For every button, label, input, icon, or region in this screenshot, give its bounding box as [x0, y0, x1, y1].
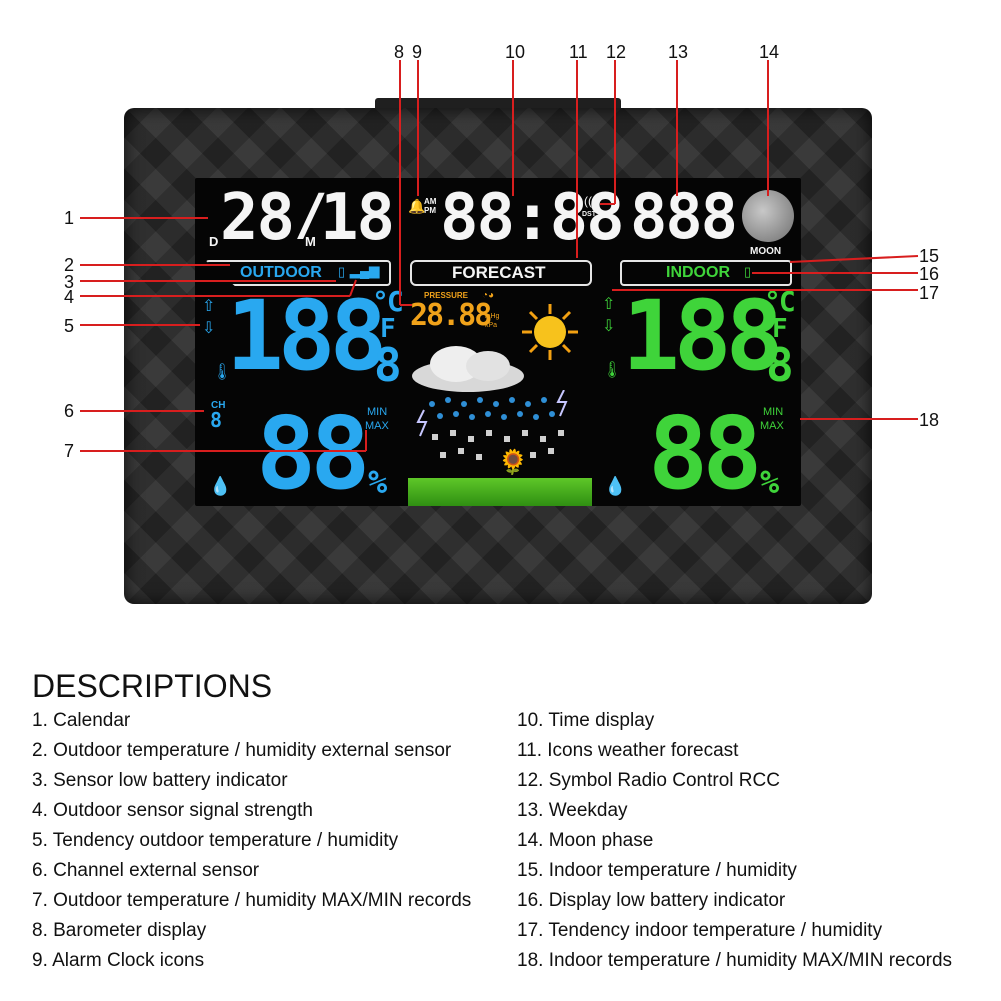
signal-strength-icon: ▂▄▆	[350, 263, 380, 278]
forecast-label-frame	[410, 260, 592, 286]
calendar-separator: /	[294, 183, 328, 248]
callout-3: 3	[64, 272, 75, 292]
tendency-down-icon: ⇩	[202, 320, 216, 337]
battery-low-icon: ▯	[338, 264, 346, 279]
indoor-unit-f: F	[772, 314, 788, 344]
callout-lines	[80, 60, 919, 452]
tendency-up-icon: ⇧	[602, 296, 616, 313]
indoor-temperature: 188	[622, 280, 783, 392]
indoor-humidity: 88	[648, 395, 762, 512]
outdoor-percent: %	[368, 463, 387, 501]
callout-9: 9	[412, 42, 423, 62]
callout-16: 16	[919, 264, 940, 284]
description-item: 9. Alarm Clock icons	[32, 950, 205, 971]
month-prefix: M	[305, 234, 316, 249]
description-item: 12. Symbol Radio Control RCC	[517, 770, 780, 791]
forecast-label: FORECAST	[452, 263, 546, 282]
outdoor-temperature: 188	[226, 280, 387, 392]
description-item: 10. Time display	[517, 710, 655, 731]
sunflower-icon: 🌻	[498, 449, 528, 476]
descriptions-title: DESCRIPTIONS	[32, 668, 273, 704]
pressure-unit-kpa: kPa	[485, 322, 498, 329]
description-item: 13. Weekday	[517, 800, 628, 821]
callout-8: 8	[394, 42, 405, 62]
description-item: 5. Tendency outdoor temperature / humidi…	[32, 830, 399, 851]
description-item: 2. Outdoor temperature / humidity extern…	[32, 740, 452, 761]
thermometer-icon: 🌡	[602, 362, 623, 379]
callout-6: 6	[64, 401, 75, 421]
description-item: 17. Tendency indoor temperature / humidi…	[517, 920, 883, 941]
humidity-drop-icon: 💧	[604, 476, 627, 496]
pressure-label: PRESSURE	[424, 291, 469, 300]
description-item: 3. Sensor low battery indicator	[32, 770, 288, 791]
humidity-drop-icon: 💧	[209, 476, 232, 496]
callout-7: 7	[64, 441, 75, 461]
description-item: 6. Channel external sensor	[32, 860, 260, 881]
callout-5: 5	[64, 316, 75, 336]
time-display: 88:88	[440, 181, 625, 255]
description-item: 7. Outdoor temperature / humidity MAX/MI…	[32, 890, 472, 911]
callout-13: 13	[668, 42, 689, 62]
description-item: 11. Icons weather forecast	[517, 740, 739, 761]
outdoor-humidity: 88	[256, 395, 370, 512]
description-item: 18. Indoor temperature / humidity MAX/MI…	[517, 950, 953, 971]
rain-snow-icon	[414, 389, 584, 480]
outdoor-unit-f: F	[380, 314, 396, 344]
channel-value: 8	[210, 408, 222, 432]
cloud-icon	[410, 342, 528, 394]
outdoor-unit-c: °C	[372, 285, 404, 318]
callout-10: 10	[505, 42, 526, 62]
pressure-trend-icon: ◔◕	[482, 290, 495, 301]
callout-12: 12	[606, 42, 627, 62]
moon-icon	[742, 190, 794, 242]
description-item: 8. Barometer display	[32, 920, 207, 941]
indoor-min-label: MIN	[763, 406, 784, 418]
battery-low-icon: ▯	[744, 264, 752, 279]
calendar-day: 28	[220, 181, 295, 255]
pressure-unit-inhg: inHg	[485, 313, 500, 320]
thermometer-icon: 🌡	[212, 364, 233, 381]
indoor-max-label: MAX	[760, 420, 784, 432]
pressure-value: 28.88	[410, 298, 492, 333]
callout-2: 2	[64, 255, 75, 275]
radio-signal-icon: ((·	[584, 194, 596, 208]
description-item: 4. Outdoor sensor signal strength	[32, 800, 313, 821]
description-item: 15. Indoor temperature / humidity	[517, 860, 797, 881]
moon-label: MOON	[750, 246, 782, 257]
description-item: 16. Display low battery indicator	[517, 890, 786, 911]
description-item: 1. Calendar	[32, 710, 131, 731]
description-item: 14. Moon phase	[517, 830, 654, 851]
callout-4: 4	[64, 287, 75, 307]
callout-17: 17	[919, 283, 940, 303]
indoor-unit-c: °C	[764, 285, 796, 318]
indoor-temp-decimal: 8	[766, 338, 794, 392]
day-prefix: D	[209, 234, 219, 249]
dst-label: DST	[582, 211, 596, 218]
indoor-percent: %	[760, 463, 779, 501]
tendency-up-icon: ⇧	[202, 298, 216, 315]
outdoor-label: OUTDOOR	[240, 264, 322, 281]
callout-11: 11	[569, 42, 588, 62]
sun-icon	[520, 302, 580, 362]
outdoor-temp-decimal: 8	[374, 338, 402, 392]
outdoor-max-label: MAX	[365, 420, 389, 432]
weekday-display: 888	[630, 180, 738, 253]
indoor-label: INDOOR	[666, 264, 730, 281]
calendar-month: 18	[320, 181, 395, 255]
grass-strip	[408, 478, 592, 506]
callout-1: 1	[64, 208, 75, 228]
tendency-down-icon: ⇩	[602, 318, 616, 335]
callout-14: 14	[759, 42, 780, 62]
callout-15: 15	[919, 246, 940, 266]
alarm-pm: PM	[424, 206, 436, 215]
channel-label: CH	[211, 400, 226, 411]
bell-icon: 🔔	[408, 198, 426, 214]
callout-18: 18	[919, 410, 940, 430]
outdoor-min-label: MIN	[367, 406, 388, 418]
alarm-am: AM	[424, 197, 437, 206]
